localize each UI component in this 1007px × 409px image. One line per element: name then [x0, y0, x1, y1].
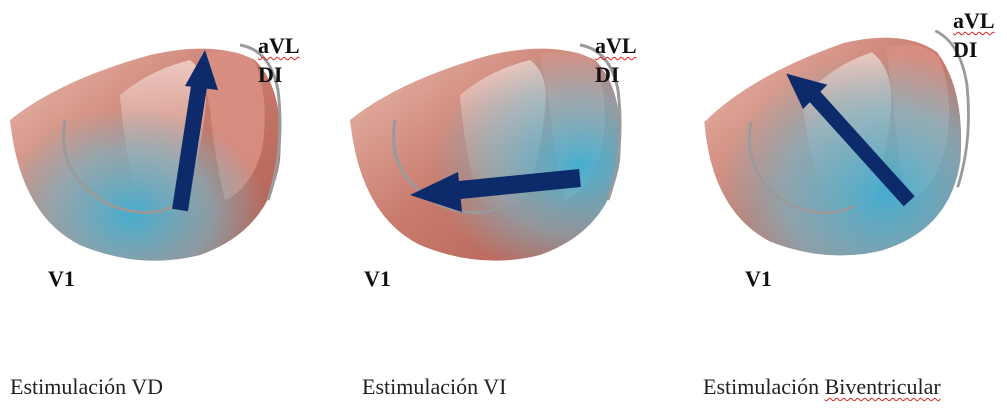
heart-rv-illustration [10, 43, 282, 261]
caption-prefix: Estimulación [703, 374, 825, 399]
electrode-lead [748, 121, 855, 215]
vector-arrow-head [185, 50, 218, 90]
heart-biv-illustration [704, 29, 970, 256]
caption-word: VI [483, 374, 507, 399]
vector-arrow-shaft [172, 78, 208, 212]
lead-label-di: DI [258, 62, 283, 87]
lead-label-avl: aVL [258, 33, 300, 58]
lead-label-avl: aVL [953, 8, 995, 33]
vector-arrow-shaft [449, 169, 581, 200]
vector-arrow-head [410, 172, 462, 212]
electrode-wire-outer [239, 43, 282, 201]
caption-prefix: Estimulación [10, 374, 132, 399]
lead-label-di: DI [595, 62, 620, 87]
heart-lv-illustration [350, 43, 622, 261]
electrode-wire-outer [934, 29, 970, 188]
caption-lv: Estimulación VI [362, 374, 506, 400]
caption-prefix: Estimulación [362, 374, 484, 399]
vector-arrow-shaft [808, 90, 915, 207]
electrode-lead [62, 119, 176, 214]
lead-label-v1: V1 [745, 266, 772, 291]
caption-word: Biventricular [824, 374, 941, 399]
activation-zone [10, 48, 281, 261]
lead-label-di: DI [953, 37, 978, 62]
lead-label-avl: aVL [595, 33, 637, 58]
electrode-lead [392, 119, 506, 214]
panel-biv-stimulation: aVL DI V1 Estimulación Biventricular [695, 0, 1007, 409]
panel-rv-stimulation: aVL DI V1 Estimulación VD [0, 0, 335, 409]
electrode-wire-outer [579, 43, 622, 201]
vector-arrow-head [786, 73, 828, 110]
activation-zone [704, 37, 962, 256]
caption-rv: Estimulación VD [10, 374, 163, 400]
lead-label-v1: V1 [364, 266, 391, 291]
panel-lv-stimulation: aVL DI V1 Estimulación VI [340, 0, 675, 409]
lead-label-v1: V1 [48, 266, 75, 291]
caption-biv: Estimulación Biventricular [703, 374, 941, 400]
activation-zone [350, 48, 621, 261]
caption-word: VD [131, 374, 163, 399]
